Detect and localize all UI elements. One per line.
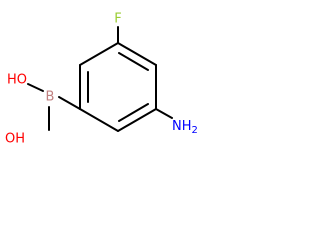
benzene-ring [79,42,157,132]
bond-boron [58,96,81,110]
ring-bond-bottom-right [117,108,157,132]
ring-double-bond-bottom-right [118,103,149,122]
fluorine-label: F [114,12,121,27]
amine-label-main: NH [172,119,192,134]
bond-hydroxyl-top [27,83,44,92]
ring-bond-top-right [117,42,157,66]
structure-canvas: F NH2 B HO OH [5,12,198,147]
ring-double-bond-top-right [118,52,149,71]
bond-amine [155,108,173,119]
ring-bond-bottom-left [79,108,119,132]
hydroxyl-bottom-label: OH [5,132,25,147]
amine-label: NH2 [172,119,198,137]
hydroxyl-top-label: HO [7,73,27,88]
boron-label: B [46,90,55,105]
ring-bond-top-left [79,42,119,66]
amine-label-subscript: 2 [192,125,198,136]
